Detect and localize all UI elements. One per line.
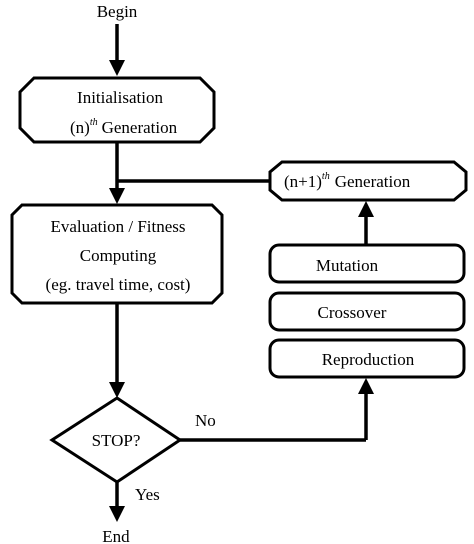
edge-eval-to-stop xyxy=(109,303,125,398)
crossover-label: Crossover xyxy=(318,303,387,322)
eval-line1: Evaluation / Fitness xyxy=(50,217,185,236)
stop-decision: STOP? xyxy=(49,396,183,484)
no-label: No xyxy=(195,411,216,430)
mutation-node: Mutation xyxy=(268,243,466,284)
edge-mutation-to-nextgen xyxy=(358,201,374,245)
edge-stop-to-reproduction xyxy=(180,378,374,442)
yes-label: Yes xyxy=(135,485,160,504)
reproduction-label: Reproduction xyxy=(322,350,415,369)
begin-label: Begin xyxy=(97,2,138,21)
mutation-label: Mutation xyxy=(316,256,379,275)
stop-label: STOP? xyxy=(92,431,141,450)
eval-line2: Computing xyxy=(80,246,157,265)
init-line1: Initialisation xyxy=(77,88,163,107)
edge-stop-to-end xyxy=(109,482,125,522)
crossover-node: Crossover xyxy=(268,291,466,332)
edge-begin-to-init xyxy=(109,24,125,76)
eval-line3: (eg. travel time, cost) xyxy=(46,275,191,294)
edge-init-to-eval xyxy=(109,142,125,204)
reproduction-node: Reproduction xyxy=(268,338,466,379)
end-label: End xyxy=(102,527,130,544)
evaluation-node: Evaluation / Fitness Computing (eg. trav… xyxy=(10,203,224,305)
